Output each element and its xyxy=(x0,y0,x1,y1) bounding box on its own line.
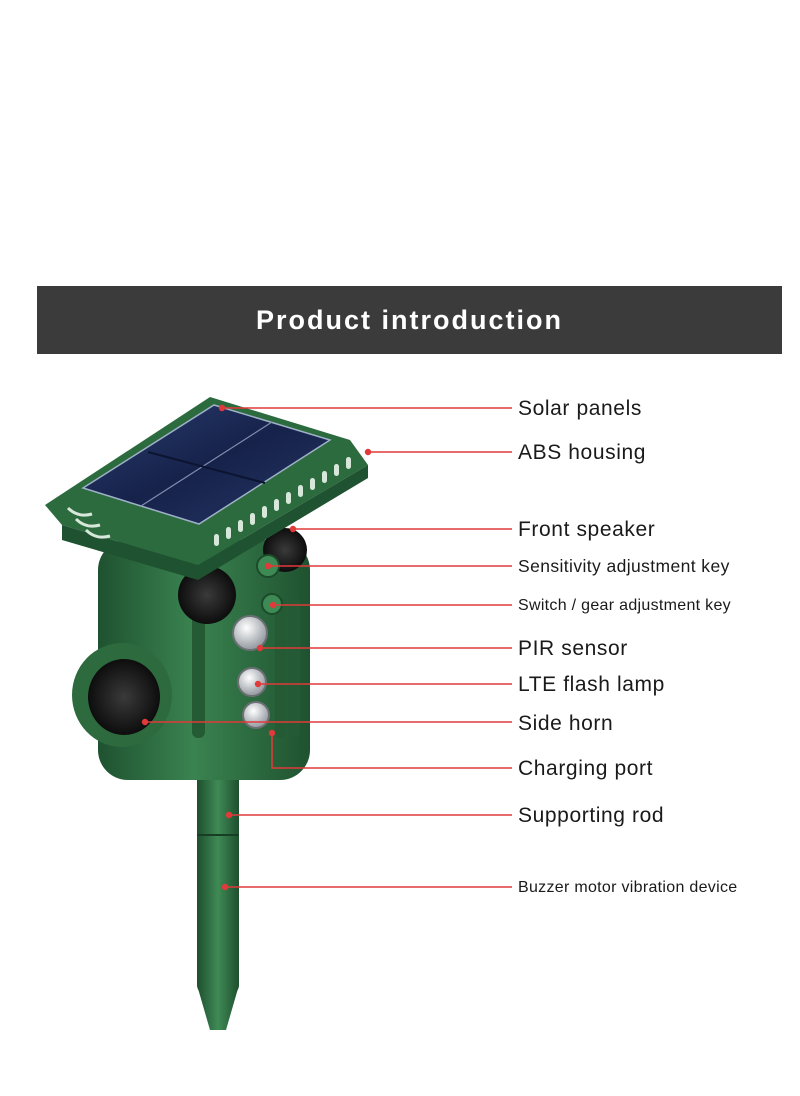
callout-charging-port: Charging port xyxy=(518,757,654,780)
callout-side-horn: Side horn xyxy=(518,712,614,735)
section-banner: Product introduction xyxy=(37,286,782,354)
callout-pir-sensor: PIR sensor xyxy=(518,637,628,660)
callout-solar-panels: Solar panels xyxy=(518,397,642,420)
supporting-rod xyxy=(197,770,239,1030)
callout-sensitivity-key: Sensitivity adjustment key xyxy=(518,556,730,576)
front-speaker-grille xyxy=(178,566,236,624)
device-body xyxy=(72,528,310,780)
callout-abs-housing: ABS housing xyxy=(518,441,647,464)
led-lamp-1 xyxy=(237,667,267,697)
pir-sensor-lens xyxy=(232,615,268,651)
led-lamp-2 xyxy=(242,701,270,729)
banner-title: Product introduction xyxy=(256,304,563,335)
callout-supporting-rod: Supporting rod xyxy=(518,804,665,827)
side-horn-grille xyxy=(88,659,160,735)
leader-lines xyxy=(141,404,512,891)
callout-switch-gear-key: Switch / gear adjustment key xyxy=(518,597,731,614)
callout-buzzer-motor: Buzzer motor vibration device xyxy=(518,879,738,896)
callout-front-speaker: Front speaker xyxy=(518,518,656,541)
solar-housing xyxy=(45,397,368,580)
callout-lte-flash-lamp: LTE flash lamp xyxy=(518,673,665,696)
